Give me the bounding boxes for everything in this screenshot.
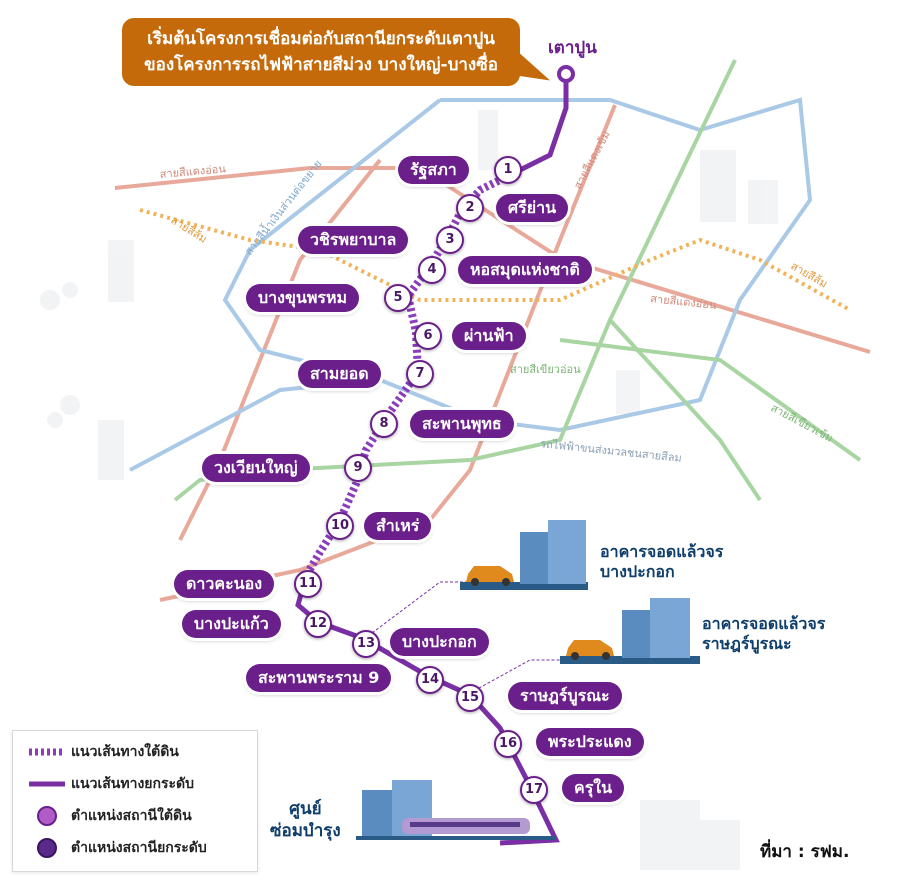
solid-line-icon bbox=[27, 771, 71, 797]
parking-title-ratburana: อาคารจอดแล้วจร ราษฎร์บูรณะ bbox=[702, 614, 825, 654]
station-label: บางปะแก้ว bbox=[182, 610, 281, 638]
station-label: สามยอด bbox=[298, 360, 381, 388]
station-label: วงเวียนใหญ่ bbox=[202, 454, 310, 482]
green-dark-line bbox=[559, 338, 862, 462]
depot-line1: ศูนย์ bbox=[289, 799, 322, 819]
station-number: 17 bbox=[520, 776, 548, 804]
elevated-station-icon bbox=[27, 835, 71, 861]
station-label: รัฐสภา bbox=[398, 156, 469, 184]
blue-loop-line bbox=[222, 97, 813, 433]
green-light-label: สายสีเขียวอ่อน bbox=[510, 363, 581, 376]
parking-title-line1: อาคารจอดแล้วจร bbox=[600, 542, 724, 561]
station-label: หอสมุดแห่งชาติ bbox=[458, 256, 592, 284]
legend-label: แนวเส้นทางยกระดับ bbox=[71, 776, 194, 792]
station-label: ผ่านฟ้า bbox=[452, 322, 526, 350]
green-dark-label: สายสีเขียวเข้ม bbox=[769, 401, 836, 445]
station-number: 11 bbox=[294, 570, 322, 598]
parking-building-ratburana bbox=[560, 598, 700, 664]
orange-left-label: สายสีส้ม bbox=[168, 214, 209, 246]
red-line-left-label: สายสีแดงอ่อน bbox=[159, 162, 227, 181]
orange-line bbox=[139, 208, 851, 312]
project-start-callout: เริ่มต้นโครงการเชื่อมต่อกับสถานียกระดับเ… bbox=[122, 18, 520, 86]
station-number: 4 bbox=[418, 256, 446, 284]
depot-illustration bbox=[356, 780, 556, 840]
station-number: 12 bbox=[304, 610, 332, 638]
terminus-marker bbox=[557, 65, 575, 83]
station-label: บางขุนพรหม bbox=[246, 284, 360, 312]
city-silhouettes bbox=[40, 110, 778, 870]
red-line-right-label: สายสีแดงอ่อน bbox=[650, 292, 718, 312]
station-label: สำเหร่ bbox=[364, 512, 432, 540]
source-credit: ที่มา : รฟม. bbox=[760, 842, 850, 862]
station-label: พระประแดง bbox=[536, 728, 644, 756]
station-label: วชิรพยาบาล bbox=[298, 226, 409, 254]
station-number: 9 bbox=[344, 454, 372, 482]
purple-underground bbox=[302, 166, 522, 579]
station-label: สะพานพระราม 9 bbox=[246, 664, 392, 692]
parking-connector-2 bbox=[469, 659, 575, 694]
station-number: 1 bbox=[494, 156, 522, 184]
station-label: ครุใน bbox=[562, 774, 625, 802]
station-number: 10 bbox=[326, 512, 354, 540]
station-label: ศรีย่าน bbox=[496, 194, 569, 222]
legend-underground-line: แนวเส้นทางใต้ดิน bbox=[27, 739, 179, 765]
parking-building-bangpakok bbox=[460, 520, 588, 590]
parking-title-line1: อาคารจอดแล้วจร bbox=[702, 614, 826, 633]
dotted-line-icon bbox=[27, 739, 71, 765]
red-line-left bbox=[114, 166, 420, 190]
legend-elevated-line: แนวเส้นทางยกระดับ bbox=[27, 771, 194, 797]
station-label: ราษฎร์บูรณะ bbox=[508, 682, 622, 710]
legend: แนวเส้นทางใต้ดิน แนวเส้นทางยกระดับ ตำแหน… bbox=[12, 730, 258, 872]
station-number: 13 bbox=[352, 630, 380, 658]
station-number: 14 bbox=[416, 666, 444, 694]
station-number: 8 bbox=[370, 410, 398, 438]
station-label: บางปะกอก bbox=[390, 628, 489, 656]
station-number: 3 bbox=[436, 226, 464, 254]
parking-title-bangpakok: อาคารจอดแล้วจร บางปะกอก bbox=[600, 542, 723, 582]
station-number: 6 bbox=[414, 322, 442, 350]
station-number: 15 bbox=[456, 684, 484, 712]
brt-label: รถไฟฟ้าขนส่งมวลชนสายสีลม bbox=[540, 437, 683, 465]
red-dark-label: สายสีแดงเข้ม bbox=[571, 129, 613, 192]
underground-station-icon bbox=[27, 803, 71, 829]
callout-line-2: ของโครงการรถไฟฟ้าสายสีม่วง บางใหญ่-บางซื… bbox=[144, 55, 498, 75]
station-label: สะพานพุทธ bbox=[410, 410, 514, 438]
legend-underground-station: ตำแหน่งสถานีใต้ดิน bbox=[27, 803, 192, 829]
depot-label: ศูนย์ ซ่อมบำรุง bbox=[270, 798, 341, 842]
callout-line-1: เริ่มต้นโครงการเชื่อมต่อกับสถานียกระดับเ… bbox=[147, 29, 495, 49]
station-number: 5 bbox=[384, 284, 412, 312]
red-dark-line bbox=[159, 104, 617, 602]
depot-line2: ซ่อมบำรุง bbox=[270, 821, 341, 841]
legend-label: ตำแหน่งสถานีใต้ดิน bbox=[71, 808, 192, 824]
legend-elevated-station: ตำแหน่งสถานียกระดับ bbox=[27, 835, 207, 861]
purple-elevated-north bbox=[518, 74, 569, 173]
parking-title-line2: ราษฎร์บูรณะ bbox=[702, 634, 792, 653]
legend-label: แนวเส้นทางใต้ดิน bbox=[71, 744, 179, 760]
terminus-label: เตาปูน bbox=[548, 38, 597, 58]
station-label: ดาวคะนอง bbox=[174, 570, 275, 598]
station-number: 16 bbox=[494, 730, 522, 758]
red-line-west bbox=[178, 158, 382, 541]
green-dark-line-2 bbox=[608, 318, 762, 502]
station-number: 7 bbox=[406, 360, 434, 388]
legend-label: ตำแหน่งสถานียกระดับ bbox=[71, 840, 207, 856]
parking-title-line2: บางปะกอก bbox=[600, 562, 675, 581]
station-number: 2 bbox=[456, 194, 484, 222]
